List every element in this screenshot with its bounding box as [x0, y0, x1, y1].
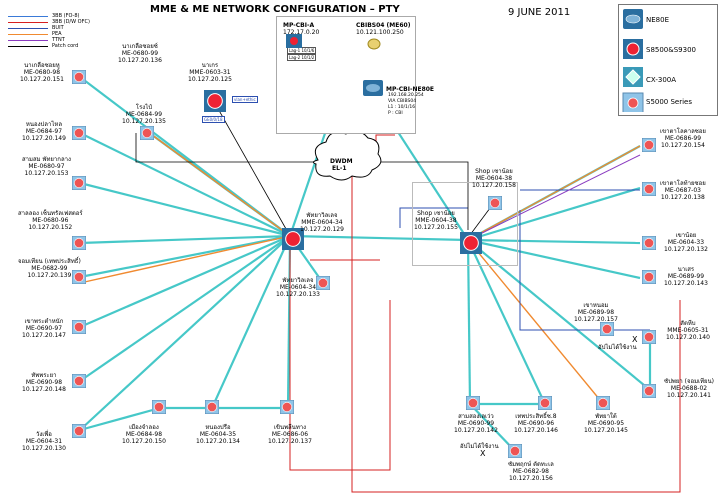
router-icon [623, 9, 643, 29]
core-switch-icon [623, 39, 643, 59]
access-switch-icon [140, 126, 154, 140]
key-item: 3BB (D/W OFC) [8, 19, 90, 25]
access-switch-icon [72, 176, 86, 190]
key-item: Patch cord [8, 43, 90, 49]
legend-ne80e: NE80E [646, 16, 669, 24]
core-switch-icon [460, 232, 482, 254]
access-switch-icon [72, 270, 86, 284]
access-switch-icon [488, 196, 502, 210]
page-title: MME & ME NETWORK CONFIGURATION – PTY [150, 4, 400, 15]
access-switch-icon [642, 270, 656, 284]
cbi-device-icon [367, 38, 381, 50]
legend-icons [622, 9, 644, 112]
mp-ip: 172.17.0.20 [283, 29, 320, 36]
cut-mark: X [480, 449, 486, 458]
interface-label: GE0/0/18 [202, 116, 225, 123]
shop-saonoi-box [412, 182, 518, 266]
lag2-label: Lag-2 10/1/2 [287, 54, 317, 61]
lag1-label: Lag-1 10/1/6 [287, 47, 317, 54]
cx-switch-icon [623, 67, 643, 87]
core-switch-icon [282, 228, 304, 250]
access-switch-icon [596, 396, 610, 410]
ne80e-router-icon [363, 80, 383, 96]
mp-switch-icon [286, 34, 302, 48]
cut-mark: X [632, 335, 638, 344]
access-switch-icon [622, 92, 644, 112]
legend-cx300a: CX-300A [646, 76, 677, 84]
access-switch-icon [466, 396, 480, 410]
legend-s8500: S8500&S9300 [646, 46, 696, 54]
access-switch-icon [642, 330, 656, 344]
key-item: TTNT [8, 37, 90, 43]
unused-note: อัปไม่ได้ใช้งาน [598, 344, 637, 351]
cloud-label-1: DWDM [330, 158, 353, 165]
access-switch-icon [72, 236, 86, 250]
line-key: 3BB (FO-8) 3BB (D/W OFC) BUIT PEA TTNT P… [8, 13, 90, 49]
access-switch-icon [72, 320, 86, 334]
cloud-label-2: EL-1 [332, 165, 347, 172]
ne80e-label: MP-CBI-NE80E [386, 86, 435, 93]
access-switch-icon [72, 70, 86, 84]
key-item: BUIT [8, 25, 90, 31]
ttnt-links [467, 154, 641, 241]
access-switch-icon [508, 444, 522, 458]
access-switch-icon [280, 400, 294, 414]
access-switch-icon [538, 396, 552, 410]
access-switch-icon [72, 424, 86, 438]
legend-s5000: S5000 Series [646, 98, 693, 106]
key-item: PEA [8, 31, 90, 37]
cbi-ip: 10.121.100.250 [356, 29, 404, 36]
access-switch-icon [642, 236, 656, 250]
access-switch-icon [72, 126, 86, 140]
access-switch-icon [642, 182, 656, 196]
cbi-label: CBIBS04 (ME60) [356, 22, 411, 29]
access-switch-icon [72, 374, 86, 388]
access-switch-icon [205, 400, 219, 414]
access-switch-icon [642, 138, 656, 152]
unused-note: อัปไม่ได้ใช้งาน [460, 443, 499, 450]
mp-label: MP-CBI-A [283, 22, 315, 29]
interface-label: vlan+ethic [232, 96, 258, 103]
access-switch-icon [316, 276, 330, 290]
access-switch-icon [642, 384, 656, 398]
access-switch-icon [152, 400, 166, 414]
pea-links [79, 131, 641, 401]
access-switch-icon [600, 322, 614, 336]
key-item: 3BB (FO-8) [8, 13, 90, 19]
core-switch-icon [204, 90, 226, 112]
diagram-date: 9 JUNE 2011 [508, 7, 571, 18]
